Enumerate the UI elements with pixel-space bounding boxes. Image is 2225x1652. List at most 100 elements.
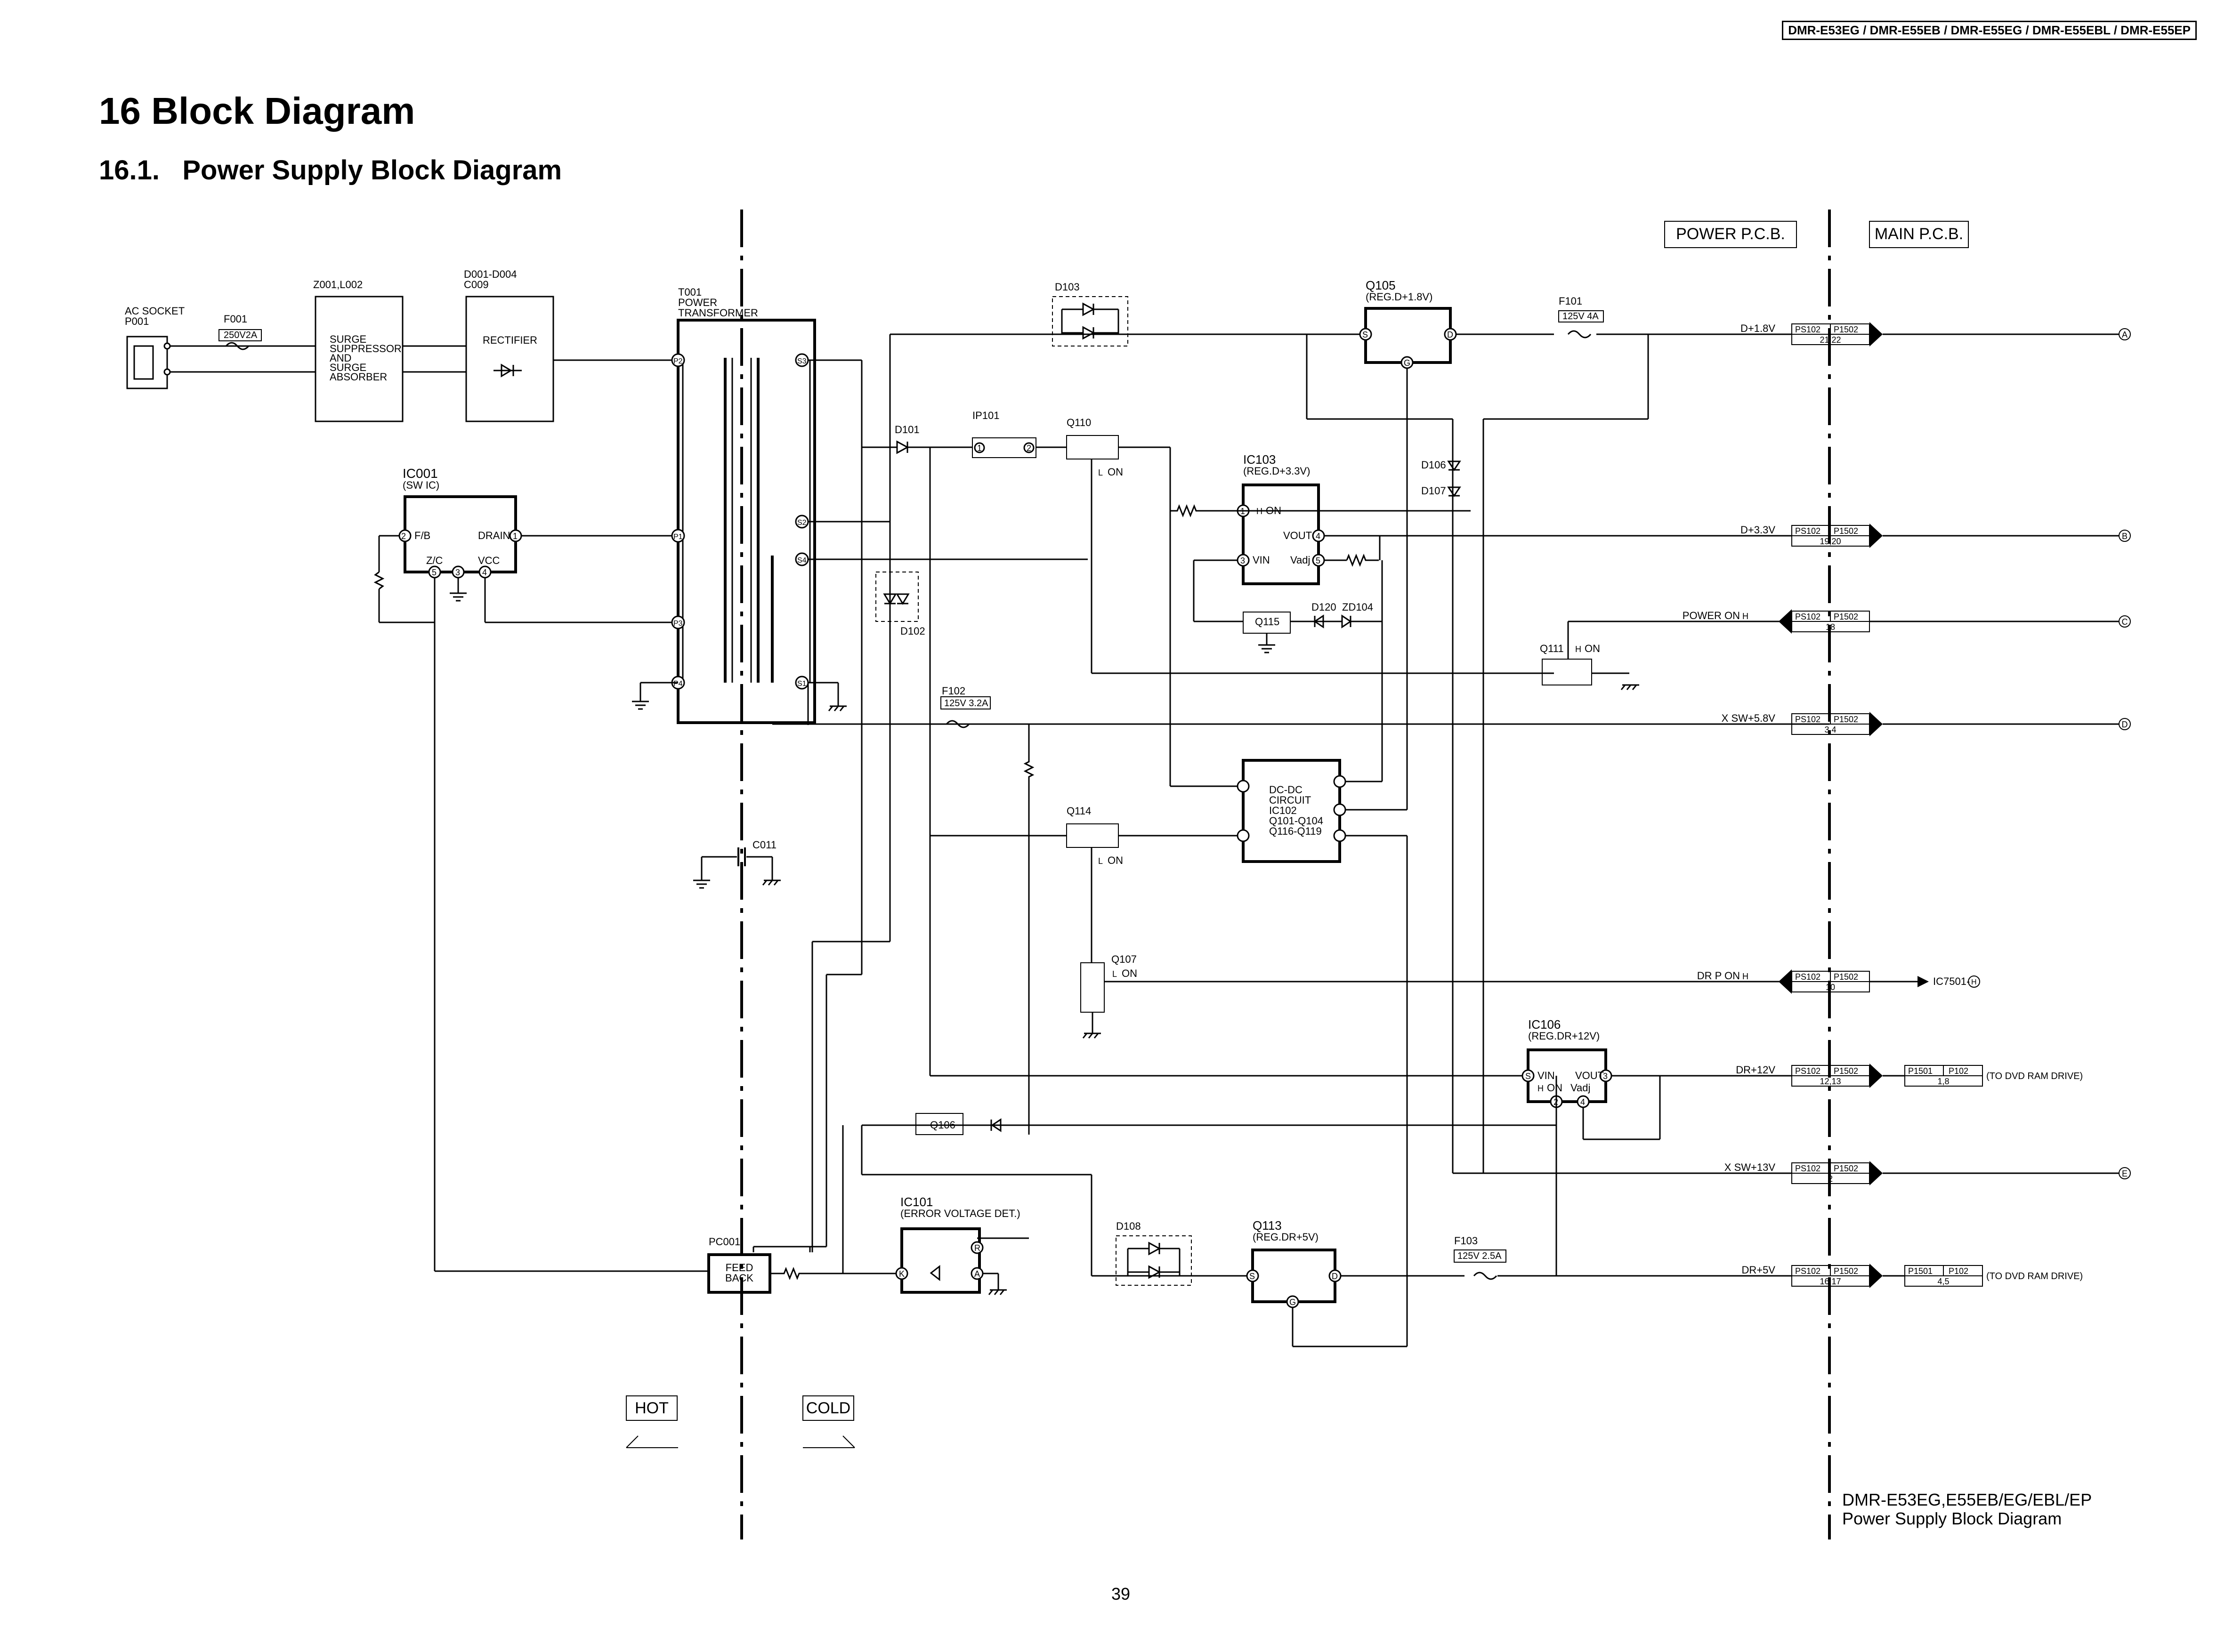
surge-l5: ABSORBER bbox=[330, 371, 387, 383]
diode-d101 bbox=[896, 440, 909, 454]
t001-l1: POWER bbox=[678, 297, 717, 308]
rail-label-dr5: DR+5V bbox=[1741, 1264, 1775, 1276]
dcdc-l2: CIRCUIT bbox=[1269, 794, 1311, 806]
f001-rating: 250V2A bbox=[224, 330, 258, 340]
zener-zd104 bbox=[1341, 614, 1352, 629]
model-banner: DMR-E53EG / DMR-E55EB / DMR-E55EG / DMR-… bbox=[1782, 21, 2197, 40]
q107-on: ON bbox=[1122, 967, 1137, 979]
ac-socket-ref: P001 bbox=[125, 315, 149, 327]
conn-p1502-dr12: P1502 bbox=[1834, 1066, 1858, 1076]
ic106-vin: VIN bbox=[1537, 1070, 1555, 1081]
ic103-vout: VOUT bbox=[1283, 530, 1312, 541]
ic106-vadj: Vadj bbox=[1570, 1082, 1590, 1094]
fuse-f001 bbox=[225, 342, 250, 350]
conn-ps102-d: PS102 bbox=[1795, 715, 1820, 724]
d103-ref: D103 bbox=[1055, 281, 1080, 293]
ic101-error-detector bbox=[900, 1227, 981, 1294]
t001-pin-p1: P1 bbox=[673, 533, 683, 541]
main-pcb-box bbox=[1869, 221, 1969, 248]
ic106-ref: IC106 bbox=[1528, 1017, 1561, 1031]
q106-transistor bbox=[915, 1113, 963, 1135]
rail-label-d18: D+1.8V bbox=[1740, 322, 1775, 334]
tag-a: A bbox=[2122, 330, 2128, 339]
conn-ps102-e: PS102 bbox=[1795, 1164, 1820, 1173]
q110-on: ON bbox=[1108, 466, 1123, 478]
surge-suppressor-block bbox=[315, 296, 404, 422]
q111-h: H bbox=[1575, 645, 1581, 654]
ic7501-h: H bbox=[1971, 978, 1977, 986]
surge-l3: AND bbox=[330, 352, 351, 364]
ic103-pin4: 4 bbox=[1316, 532, 1320, 541]
rail-label-drpon: DR P ON bbox=[1697, 970, 1740, 982]
conn-p1502-e: P1502 bbox=[1834, 1164, 1858, 1173]
diode-d102 bbox=[875, 572, 919, 622]
conn-ps102-drpon: PS102 bbox=[1795, 972, 1820, 982]
ic001-pin4: 4 bbox=[482, 568, 487, 577]
ic103-pin1: 1 bbox=[1240, 507, 1245, 516]
d106-ref: D106 bbox=[1421, 459, 1446, 471]
ic103-h: H bbox=[1256, 507, 1262, 516]
tag-b: B bbox=[2122, 532, 2128, 541]
q106-ref: Q106 bbox=[930, 1119, 955, 1131]
q113-pin-g: G bbox=[1289, 1297, 1296, 1307]
dcdc-l5: Q116-Q119 bbox=[1269, 825, 1322, 837]
ic001-pin5: 5 bbox=[432, 568, 437, 577]
conn-dvd-pins-dr12: 1,8 bbox=[1937, 1077, 1949, 1086]
ic106-pin3: 3 bbox=[1603, 1072, 1608, 1081]
q113-ref: Q113 bbox=[1253, 1218, 1282, 1233]
connector-blocks bbox=[1791, 323, 1983, 1287]
d101-ref: D101 bbox=[895, 424, 920, 435]
q111-switch bbox=[1542, 659, 1592, 685]
pc001-l2: BACK bbox=[725, 1272, 753, 1284]
surge-ref: Z001,L002 bbox=[313, 279, 363, 290]
ic001-fb: F/B bbox=[414, 530, 430, 541]
conn-p1502-b: P1502 bbox=[1834, 526, 1858, 536]
caption-line2: Power Supply Block Diagram bbox=[1842, 1509, 2062, 1528]
ic001-pin1: 1 bbox=[513, 532, 518, 541]
q105-pin-d: D bbox=[1447, 330, 1453, 339]
ic001-drain: DRAIN bbox=[478, 530, 510, 541]
cold-zone-box bbox=[802, 1395, 854, 1421]
dvd-note-dr12: (TO DVD RAM DRIVE) bbox=[1986, 1071, 2083, 1081]
hot-zone-box bbox=[626, 1395, 678, 1421]
power-pcb-label: POWER P.C.B. bbox=[1676, 225, 1785, 243]
f102-rating: 125V 3.2A bbox=[944, 698, 988, 709]
t001-pin-s4: S4 bbox=[797, 556, 807, 564]
conn-ps102-dr5: PS102 bbox=[1795, 1266, 1820, 1276]
ic001-pin2: 2 bbox=[401, 532, 406, 541]
ic106-pin4: 4 bbox=[1580, 1097, 1585, 1107]
diagram-caption: DMR-E53EG,E55EB/EG/EBL/EP Power Supply B… bbox=[1842, 1491, 2092, 1528]
conn-p1502-drpon: P1502 bbox=[1834, 972, 1858, 982]
conn-pins-e: 2 bbox=[1828, 1174, 1833, 1184]
rail-label-xsw13: X SW+13V bbox=[1724, 1161, 1776, 1173]
q105-regulator bbox=[1364, 307, 1452, 364]
f101-rating: 125V 4A bbox=[1562, 311, 1599, 322]
q110-ref: Q110 bbox=[1067, 417, 1091, 428]
ip101-pin1: 1 bbox=[977, 443, 982, 453]
conn-dvd-pins-dr5: 4,5 bbox=[1937, 1277, 1949, 1286]
ic106-pin2: 2 bbox=[1553, 1097, 1558, 1107]
q110-l: L bbox=[1098, 468, 1103, 477]
c011-ref: C011 bbox=[752, 839, 777, 851]
f101-ref: F101 bbox=[1559, 295, 1582, 307]
conn-pins-dr12: 12,13 bbox=[1820, 1077, 1841, 1086]
conn-ps102-c: PS102 bbox=[1795, 612, 1820, 621]
diode-d103 bbox=[1052, 296, 1128, 347]
conn-ps102-dr12: PS102 bbox=[1795, 1066, 1820, 1076]
rail-label-d33: D+3.3V bbox=[1740, 524, 1775, 536]
ic101-pin-k: K bbox=[899, 1269, 905, 1279]
ic103-desc: (REG.D+3.3V) bbox=[1243, 465, 1310, 477]
ic103-ref: IC103 bbox=[1243, 452, 1276, 467]
tag-c: C bbox=[2122, 617, 2128, 627]
d107-ref: D107 bbox=[1421, 485, 1446, 497]
q107-ref: Q107 bbox=[1111, 953, 1137, 965]
q114-ref: Q114 bbox=[1067, 805, 1091, 817]
surge-l4: SURGE bbox=[330, 362, 366, 373]
f103-rating: 125V 2.5A bbox=[1457, 1251, 1502, 1261]
surge-l2: SUPPRESSOR bbox=[330, 343, 402, 355]
ic101-desc: (ERROR VOLTAGE DET.) bbox=[900, 1208, 1020, 1219]
conn-p1501-dr5: P1501 bbox=[1908, 1266, 1933, 1276]
conn-pins-b: 19,20 bbox=[1820, 537, 1841, 546]
ac-socket bbox=[126, 336, 168, 389]
